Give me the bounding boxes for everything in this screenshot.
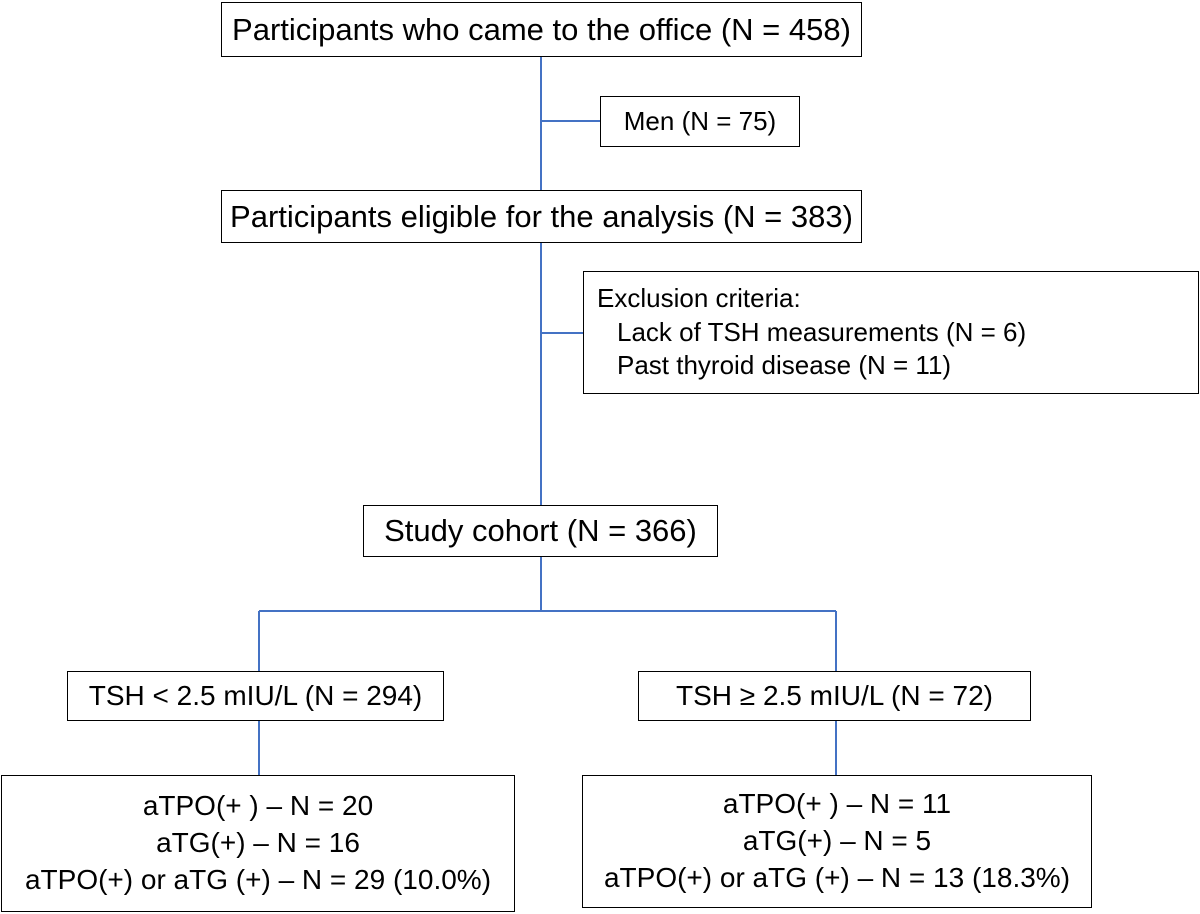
eligible-box: Participants eligible for the analysis (… <box>221 190 862 243</box>
results-low-atpo: aTPO(+ ) – N = 20 <box>142 790 374 822</box>
results-high-either: aTPO(+) or aTG (+) – N = 13 (18.3%) <box>603 861 1071 893</box>
tsh-low-box: TSH < 2.5 mIU/L (N = 294) <box>67 671 444 721</box>
results-high-atg: aTG(+) – N = 5 <box>742 825 932 857</box>
came-to-office-label: Participants who came to the office (N =… <box>232 11 851 47</box>
men-label: Men (N = 75) <box>623 106 777 136</box>
study-cohort-box: Study cohort (N = 366) <box>363 505 718 557</box>
results-low-either: aTPO(+) or aTG (+) – N = 29 (10.0%) <box>24 863 492 895</box>
results-low-box: aTPO(+ ) – N = 20 aTG(+) – N = 16 aTPO(+… <box>1 775 515 912</box>
exclusion-item-thyroid: Past thyroid disease (N = 11) <box>617 350 952 381</box>
came-to-office-box: Participants who came to the office (N =… <box>221 2 862 57</box>
study-cohort-label: Study cohort (N = 366) <box>384 513 697 548</box>
exclusion-criteria-box: Exclusion criteria: Lack of TSH measurem… <box>583 271 1199 394</box>
tsh-high-box: TSH ≥ 2.5 mIU/L (N = 72) <box>638 671 1031 721</box>
exclusion-title: Exclusion criteria: <box>597 282 801 313</box>
tsh-high-label: TSH ≥ 2.5 mIU/L (N = 72) <box>676 679 993 711</box>
results-high-box: aTPO(+ ) – N = 11 aTG(+) – N = 5 aTPO(+)… <box>582 775 1092 908</box>
men-box: Men (N = 75) <box>600 96 800 147</box>
results-low-atg: aTG(+) – N = 16 <box>156 827 360 859</box>
eligible-label: Participants eligible for the analysis (… <box>230 198 853 234</box>
results-high-atpo: aTPO(+ ) – N = 11 <box>722 788 952 820</box>
tsh-low-label: TSH < 2.5 mIU/L (N = 294) <box>88 679 423 711</box>
exclusion-item-tsh: Lack of TSH measurements (N = 6) <box>617 316 1027 347</box>
